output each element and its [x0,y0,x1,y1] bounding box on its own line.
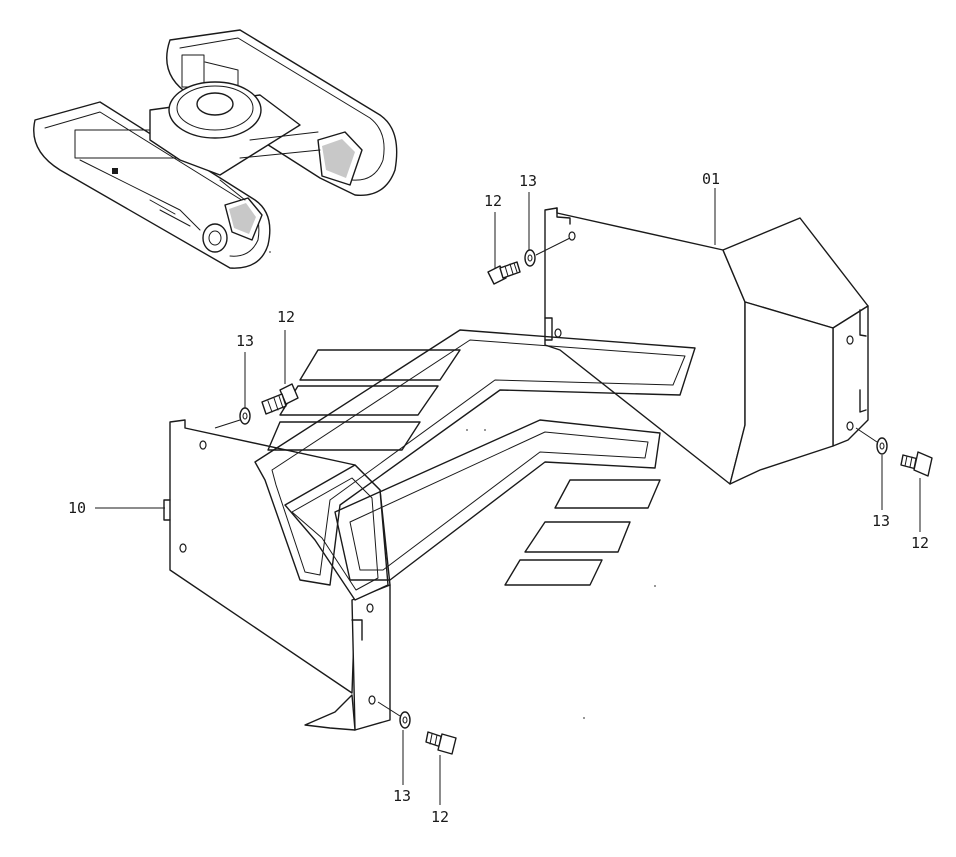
undercarriage-overview-icon [33,29,398,269]
cover-part-01 [544,207,869,485]
washer-13-d [399,711,411,729]
scan-dot [583,717,585,719]
bolt-12-d [425,731,457,755]
callout-13-d: 13 [393,787,411,805]
washer-13-c [876,437,888,455]
callout-12-a: 12 [484,192,502,210]
bolt-12-a [487,261,521,285]
callout-01: 01 [702,170,720,188]
callout-12-c: 12 [911,534,929,552]
callout-12-d: 12 [431,808,449,826]
callout-13-b: 13 [236,332,254,350]
callout-10: 10 [68,499,86,517]
washer-13-a [524,249,536,267]
callout-13-c: 13 [872,512,890,530]
washer-13-b [239,407,251,425]
scan-dot [466,429,468,431]
scan-dot [484,429,486,431]
bolt-12-c [900,451,933,477]
bolt-12-b [261,383,299,415]
scan-dot [654,585,656,587]
installation-direction-arrow-icon [254,329,696,586]
callout-12-b: 12 [277,308,295,326]
scan-dot [269,251,271,253]
callout-13-a: 13 [519,172,537,190]
